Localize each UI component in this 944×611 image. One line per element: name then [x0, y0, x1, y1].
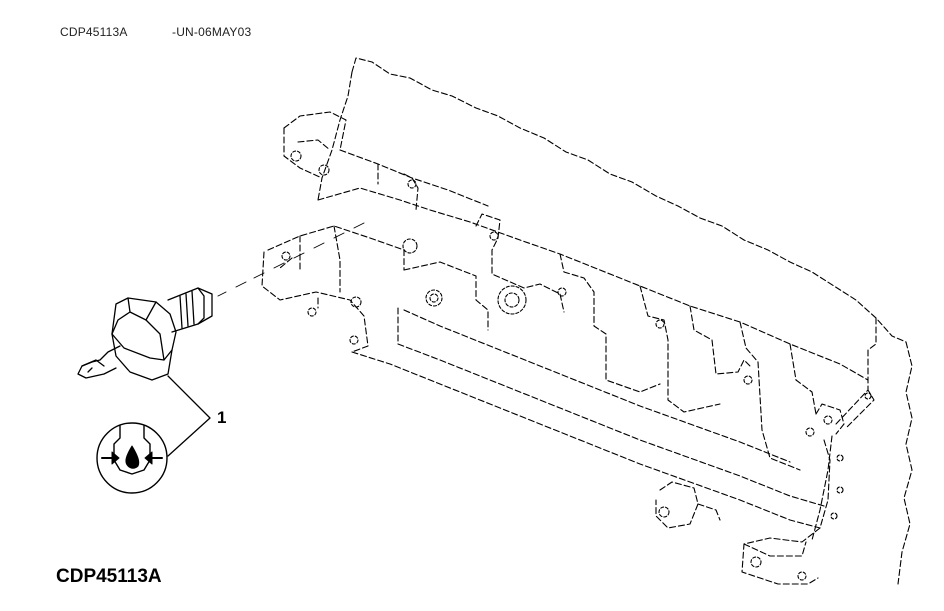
install-centerline: [217, 222, 365, 297]
leader-lines: [167, 375, 211, 457]
footer-image-id: CDP45113A: [56, 566, 162, 587]
header-image-id: CDP45113A: [60, 25, 128, 39]
oil-pressure-symbol-icon: [96, 422, 168, 494]
engine-block-bosses: [281, 150, 872, 581]
engine-block: [261, 57, 913, 585]
callout-number-1: 1: [217, 408, 227, 427]
header-date-code: -UN-06MAY03: [172, 25, 252, 39]
oil-pressure-switch: [77, 287, 213, 381]
